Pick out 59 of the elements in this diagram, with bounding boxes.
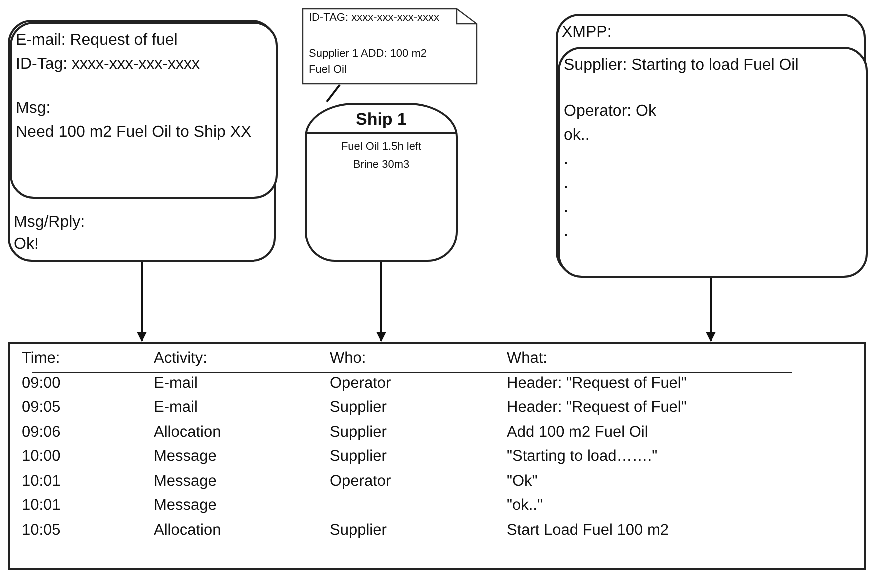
text-line: ID-TAG: xxxx-xxx-xxx-xxxx — [309, 11, 441, 26]
table-cell-text: 10:05 — [22, 520, 61, 540]
text-line: . — [564, 222, 568, 242]
text-line: Operator: Ok — [564, 102, 656, 122]
text-line: Ok! — [14, 235, 39, 255]
table-cell-text: Supplier — [330, 422, 387, 442]
table-cell-text: Message — [154, 496, 217, 516]
text-line: Supplier 1 ADD: 100 m2 Fuel Oil — [309, 47, 428, 78]
column-header: Who: — [330, 349, 366, 369]
text-line: . — [564, 150, 568, 170]
table-cell-text: Allocation — [154, 520, 222, 540]
text-line: XMPP: — [562, 23, 612, 43]
table-cell-text: E-mail — [154, 398, 198, 418]
table-cell-text: "ok.." — [507, 496, 543, 516]
table-cell-text: Start Load Fuel 100 m2 — [507, 520, 669, 540]
table-cell-text: Allocation — [154, 422, 222, 442]
table-cell-text: Header: "Request of Fuel" — [507, 374, 687, 394]
table-cell-text: Message — [154, 472, 217, 492]
arrow — [706, 276, 716, 342]
table-cell-text: 10:01 — [22, 472, 61, 492]
table-cell-text: Operator — [330, 374, 392, 394]
table-cell-text: Supplier — [330, 447, 387, 467]
message-box — [8, 20, 276, 262]
text-line: ok.. — [564, 126, 590, 146]
table-cell-text: 09:05 — [22, 398, 61, 418]
log-table — [8, 342, 866, 570]
text-line: . — [564, 174, 568, 194]
text-line: Need 100 m2 Fuel Oil to Ship XX — [16, 123, 253, 143]
table-cell-text: "Ok" — [507, 472, 538, 492]
note-box — [302, 8, 478, 85]
tank-shape — [305, 103, 458, 262]
text-line: Msg/Rply: — [14, 213, 86, 233]
text-line: ID-Tag: xxxx-xxx-xxx-xxxx — [16, 55, 200, 75]
text-line: Supplier: Starting to load Fuel Oil — [564, 56, 800, 76]
tank-title: Ship 1 — [354, 109, 408, 131]
table-cell-text: Supplier — [330, 398, 387, 418]
table-cell-text: "Starting to load……." — [507, 447, 658, 467]
column-header: What: — [507, 349, 548, 369]
table-cell-text: 09:00 — [22, 374, 61, 394]
text-line: Fuel Oil 1.5h left — [340, 140, 423, 155]
text-line: Msg: — [16, 99, 51, 119]
arrow — [376, 262, 386, 342]
text-line: . — [564, 198, 568, 218]
text-line: E-mail: Request of fuel — [16, 31, 178, 51]
table-cell-text: 09:06 — [22, 422, 61, 442]
table-cell-text: 10:01 — [22, 496, 61, 516]
column-header: Time: — [22, 349, 60, 369]
table-cell-text: Supplier — [330, 520, 387, 540]
column-header: Activity: — [154, 349, 208, 369]
table-cell-text: Header: "Request of Fuel" — [507, 398, 687, 418]
email-box — [10, 22, 278, 199]
table-cell-text: Add 100 m2 Fuel Oil — [507, 422, 648, 442]
arrow — [137, 262, 147, 342]
table-cell-text: E-mail — [154, 374, 198, 394]
table-cell-text: 10:00 — [22, 447, 61, 467]
table-cell-text: Operator — [330, 472, 392, 492]
text-line: Brine 30m3 — [352, 158, 411, 173]
connector-line — [326, 84, 341, 103]
table-cell-text: Message — [154, 447, 217, 467]
